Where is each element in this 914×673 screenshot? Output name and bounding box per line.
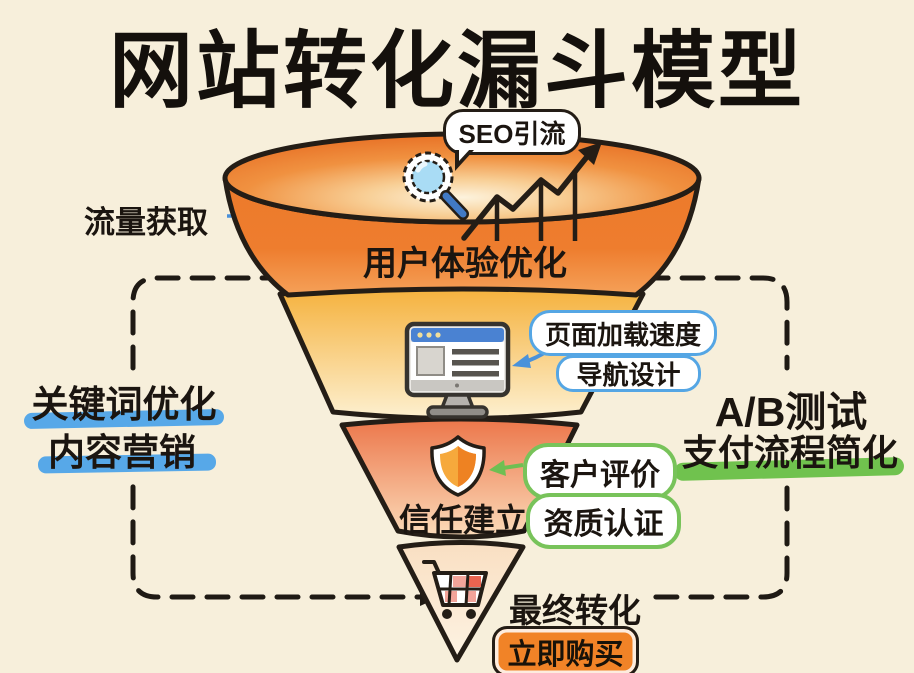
final-conversion-label: 最终转化 (509, 592, 641, 629)
seo-speech-bubble: SEO引流 (443, 109, 581, 171)
growth-chart-icon (461, 142, 602, 241)
buy-now-button[interactable]: 立即购买 (492, 626, 639, 673)
webpage-monitor-icon (404, 321, 511, 419)
customer-review-bubble: 客户评价 (523, 443, 677, 500)
nav-design-bubble: 导航设计 (556, 355, 701, 392)
trust-shield-icon (430, 435, 486, 497)
seo-magnifier-icon (402, 151, 469, 220)
page-speed-bubble: 页面加载速度 (529, 310, 717, 356)
payment-flow-label: 支付流程简化 (681, 432, 898, 473)
ab-test-label: A/B测试 (714, 389, 868, 435)
funnel-stage3-label: 信任建立 (398, 502, 527, 538)
page-title: 网站转化漏斗模型 (108, 24, 805, 118)
trust-callout-arrow-icon (489, 460, 524, 476)
seo-bubble-label: SEO引流 (458, 118, 566, 149)
content-marketing-label: 内容营销 (48, 432, 196, 473)
funnel-stage1-label: 用户体验优化 (363, 245, 567, 283)
keyword-optimization-label: 关键词优化 (31, 384, 217, 425)
shopping-cart-icon (422, 560, 488, 619)
certification-bubble: 资质认证 (526, 493, 681, 549)
traffic-acquisition-label: 流量获取 (84, 205, 208, 240)
